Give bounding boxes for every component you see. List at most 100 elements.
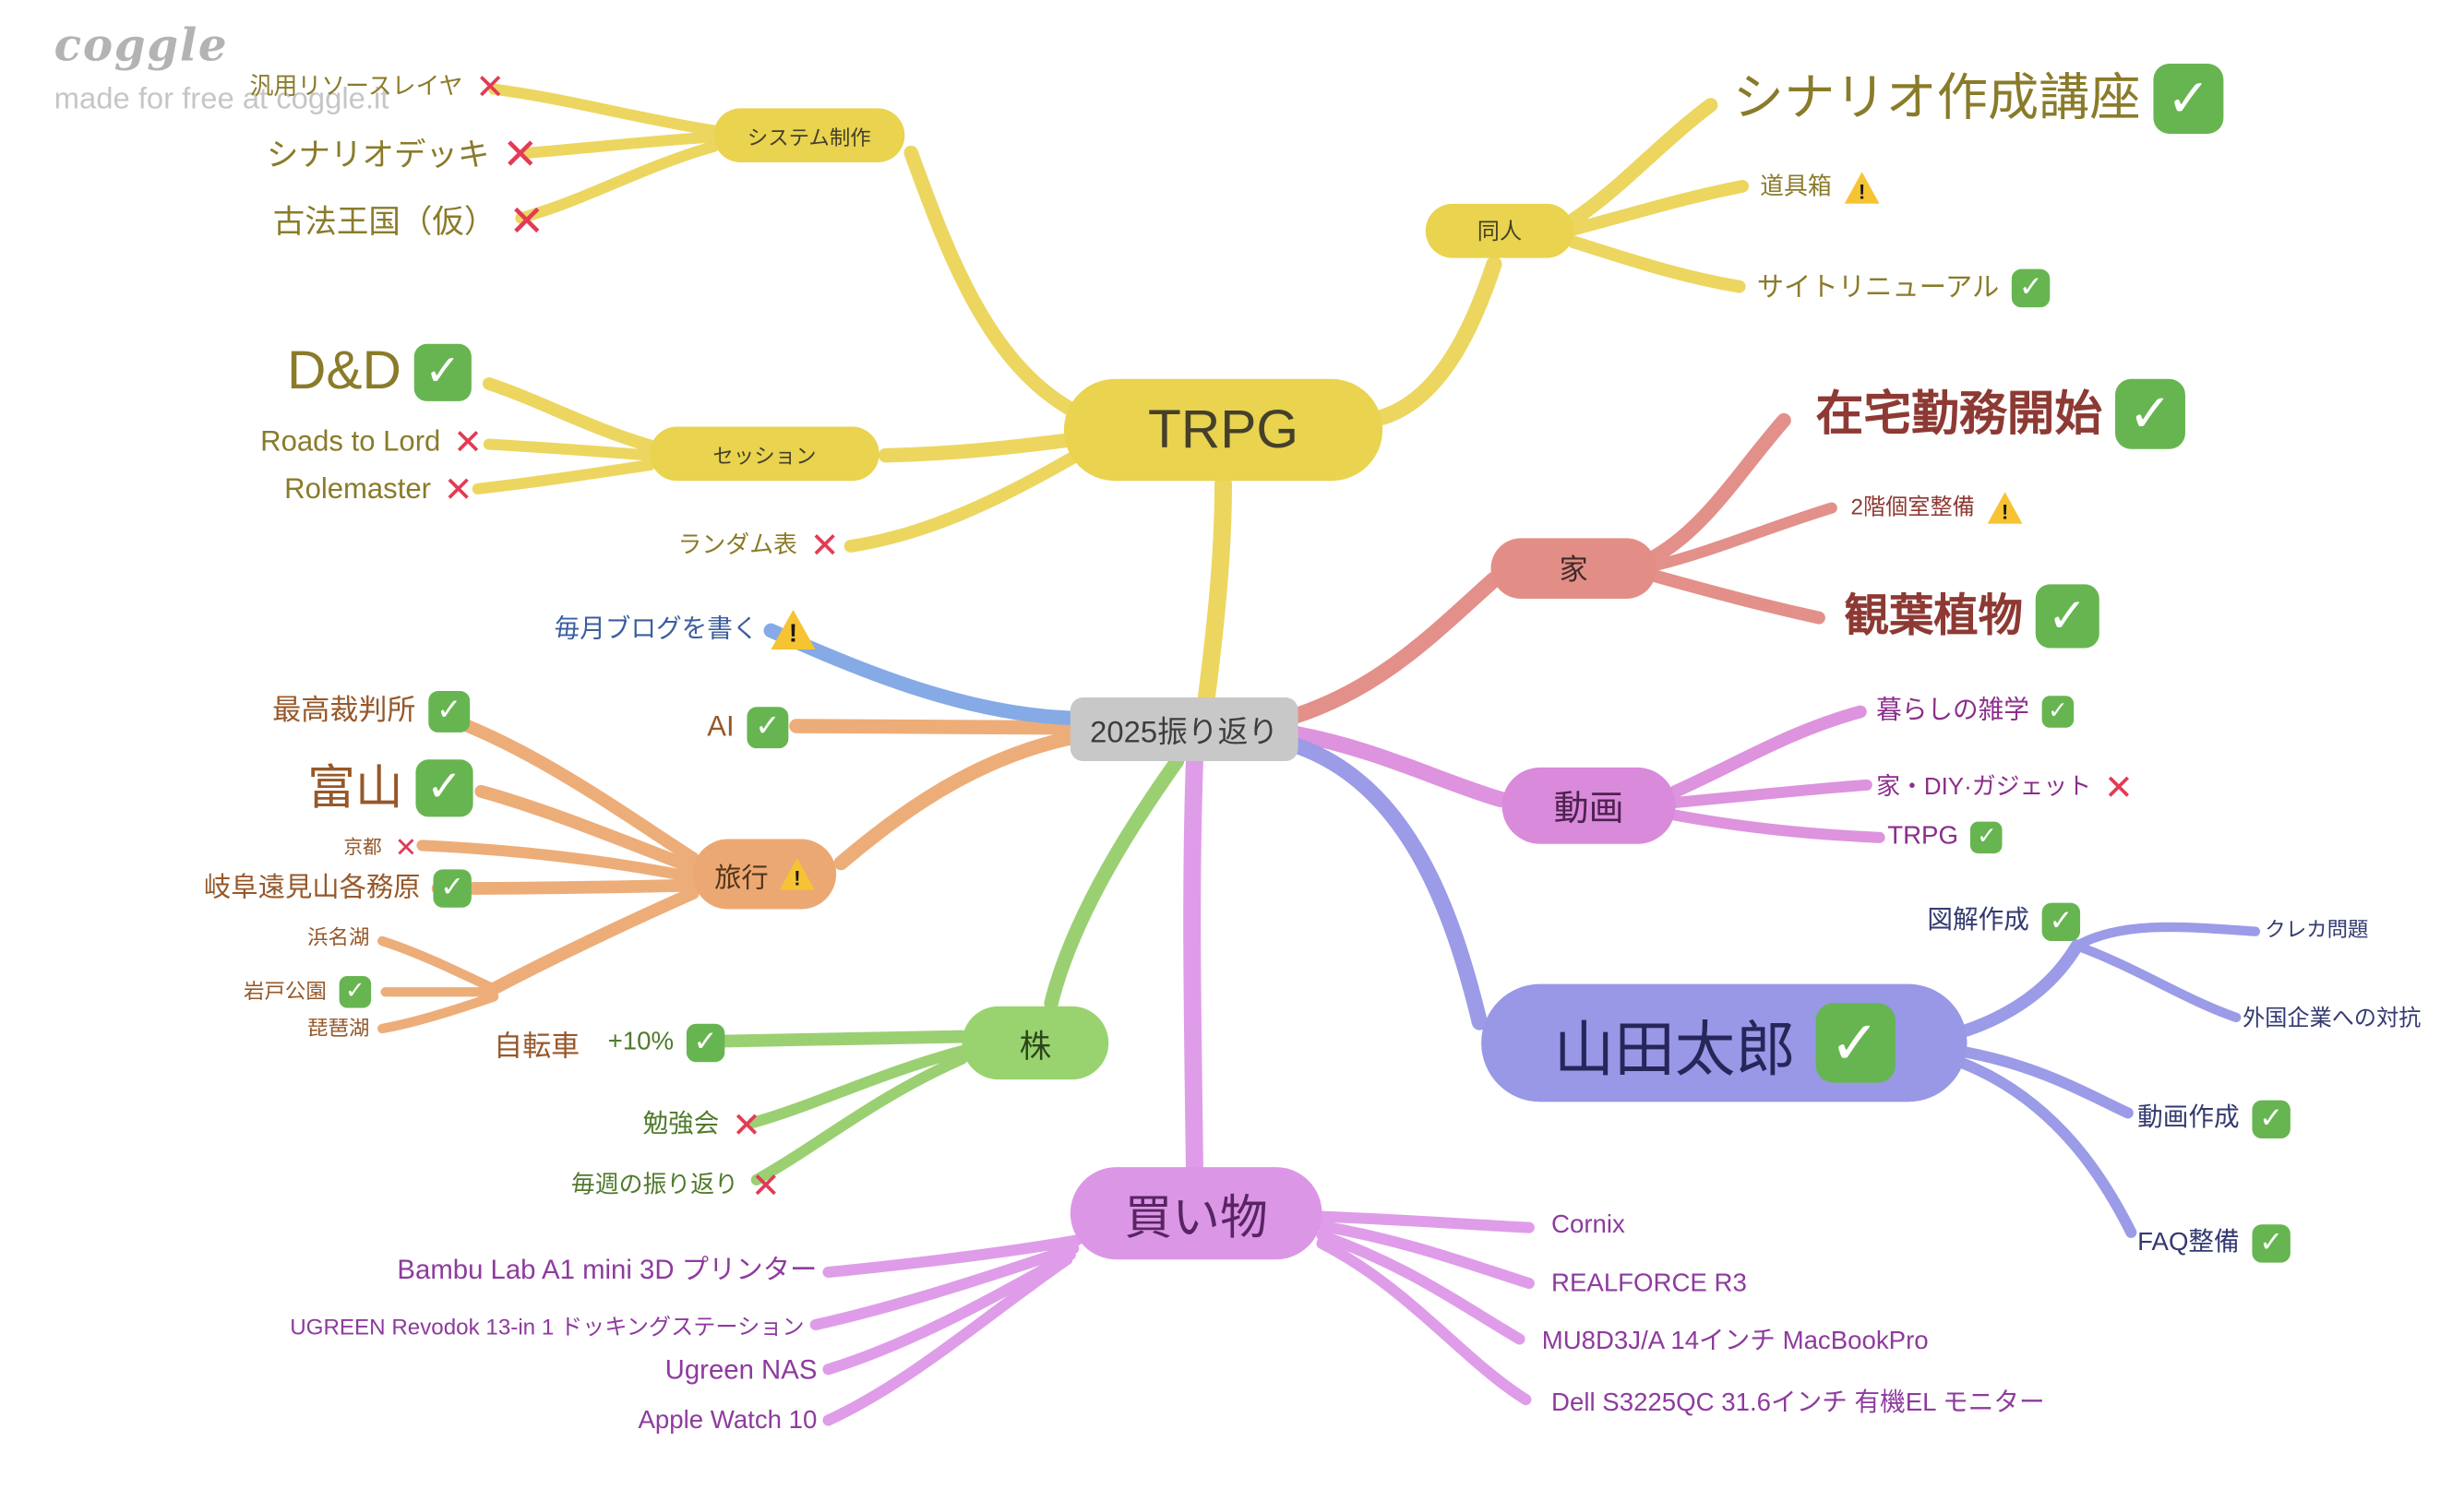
check-icon: ✓ bbox=[1814, 1003, 1895, 1083]
leaf-dnd[interactable]: D&D ✓ bbox=[287, 341, 472, 402]
cross-icon: ✕ bbox=[809, 525, 840, 566]
cross-icon: ✕ bbox=[502, 130, 539, 179]
node-shopping[interactable]: 買い物 bbox=[1070, 1167, 1322, 1260]
leaf-ancient-kingdom[interactable]: 古法王国（仮） ✕ bbox=[272, 197, 545, 245]
leaf-room-setup[interactable]: 2階個室整備 ! bbox=[1851, 492, 2023, 524]
node-video[interactable]: 動画 bbox=[1501, 767, 1676, 844]
leaf-hamanako[interactable]: 浜名湖 bbox=[307, 924, 370, 949]
cross-icon: ✕ bbox=[443, 470, 473, 510]
leaf-toolbox[interactable]: 道具箱 ! bbox=[1760, 172, 1880, 204]
leaf-rolemaster[interactable]: Rolemaster ✕ bbox=[284, 470, 473, 510]
branch-label-bicycle[interactable]: 自転車 bbox=[494, 1030, 580, 1063]
video-label: 動画 bbox=[1553, 788, 1624, 828]
check-icon: ✓ bbox=[2115, 378, 2185, 449]
cross-icon: ✕ bbox=[453, 422, 483, 462]
check-icon: ✓ bbox=[1970, 821, 2003, 854]
stocks-branch-lines bbox=[707, 754, 1185, 1185]
check-icon: ✓ bbox=[415, 759, 473, 817]
check-icon: ✓ bbox=[2012, 268, 2051, 308]
check-icon: ✓ bbox=[686, 1023, 725, 1063]
check-icon: ✓ bbox=[2041, 696, 2075, 728]
warning-icon: ! bbox=[1987, 492, 2023, 524]
yamada-label: 山田太郎 bbox=[1553, 1016, 1796, 1084]
leaf-kyoto[interactable]: 京都 ✕ bbox=[343, 832, 418, 864]
leaf-scenario-deck[interactable]: シナリオデッキ ✕ bbox=[266, 130, 539, 179]
leaf-study-group[interactable]: 勉強会 ✕ bbox=[642, 1104, 761, 1145]
warning-icon: ! bbox=[779, 858, 815, 890]
trpg-branch-lines bbox=[472, 83, 1750, 713]
leaf-toyama[interactable]: 富山 ✓ bbox=[307, 759, 473, 817]
travel-label: 旅行 bbox=[714, 862, 769, 893]
leaf-scenario-course[interactable]: シナリオ作成講座 ✓ bbox=[1733, 64, 2224, 134]
warning-icon: ! bbox=[1844, 172, 1880, 204]
coggle-logo: coggle bbox=[54, 18, 229, 72]
leaf-diagram[interactable]: 図解作成 ✓ bbox=[1927, 902, 2081, 942]
leaf-cornix[interactable]: Cornix bbox=[1551, 1211, 1625, 1239]
node-doujin[interactable]: 同人 bbox=[1425, 203, 1574, 258]
leaf-plus10[interactable]: +10% ✓ bbox=[608, 1023, 725, 1063]
home-label: 家 bbox=[1559, 554, 1588, 587]
leaf-faq[interactable]: FAQ整備 ✓ bbox=[2137, 1224, 2291, 1263]
leaf-macbook[interactable]: MU8D3J/A 14インチ MacBookPro bbox=[1541, 1328, 1929, 1355]
leaf-ugreen-dock[interactable]: UGREEN Revodok 13-in 1 ドッキングステーション bbox=[290, 1313, 805, 1340]
leaf-dell[interactable]: Dell S3225QC 31.6インチ 有機EL モニター bbox=[1551, 1389, 2045, 1418]
check-icon: ✓ bbox=[433, 869, 472, 908]
leaf-apple-watch[interactable]: Apple Watch 10 bbox=[638, 1407, 818, 1435]
leaf-ugreen-nas[interactable]: Ugreen NAS bbox=[664, 1354, 818, 1386]
cross-icon: ✕ bbox=[750, 1165, 781, 1206]
leaf-life-trivia[interactable]: 暮らしの雑学 ✓ bbox=[1876, 696, 2075, 728]
leaf-video-creation[interactable]: 動画作成 ✓ bbox=[2137, 1100, 2291, 1139]
leaf-monthly-blog[interactable]: 毎月ブログを書く ! bbox=[555, 610, 816, 650]
check-icon: ✓ bbox=[413, 343, 472, 401]
node-session[interactable]: セッション bbox=[650, 426, 879, 482]
leaf-realforce[interactable]: REALFORCE R3 bbox=[1551, 1270, 1747, 1298]
leaf-foreign-rivals[interactable]: 外国企業への対抗 bbox=[2243, 1005, 2422, 1030]
check-icon: ✓ bbox=[2041, 902, 2081, 942]
check-icon: ✓ bbox=[2153, 64, 2224, 134]
node-yamada[interactable]: 山田太郎 ✓ bbox=[1481, 983, 1968, 1102]
leaf-gifu[interactable]: 岐阜遠見山各務原 ✓ bbox=[204, 869, 472, 908]
travel-branch-lines bbox=[377, 709, 1082, 1034]
doujin-label: 同人 bbox=[1477, 218, 1523, 244]
node-travel[interactable]: 旅行 ! bbox=[692, 839, 837, 910]
coggle-watermark-tagline: made for free at coggle.it bbox=[54, 82, 389, 116]
leaf-diy-gadget[interactable]: 家・DIY·ガジェット ✕ bbox=[1876, 767, 2134, 808]
cross-icon: ✕ bbox=[508, 197, 545, 245]
leaf-remote-work[interactable]: 在宅勤務開始 ✓ bbox=[1816, 378, 2185, 449]
leaf-biwako[interactable]: 琵琶湖 bbox=[307, 1016, 370, 1041]
check-icon: ✓ bbox=[747, 707, 789, 749]
leaf-weekly-review[interactable]: 毎週の振り返り ✕ bbox=[570, 1165, 781, 1206]
node-system-seisaku[interactable]: システム制作 bbox=[713, 108, 905, 163]
leaf-ai[interactable]: AI ✓ bbox=[707, 707, 789, 749]
leaf-random-table[interactable]: ランダム表 ✕ bbox=[677, 525, 840, 566]
leaf-site-renewal[interactable]: サイトリニューアル ✓ bbox=[1757, 268, 2051, 308]
leaf-credit-card[interactable]: クレカ問題 bbox=[2265, 917, 2369, 942]
shopping-branch-lines bbox=[809, 752, 1535, 1426]
leaf-supreme-court[interactable]: 最高裁判所 ✓ bbox=[272, 691, 471, 733]
check-icon: ✓ bbox=[428, 691, 471, 733]
root-label: 2025振り返り bbox=[1090, 715, 1279, 750]
stocks-label: 株 bbox=[1019, 1029, 1052, 1065]
leaf-roads-to-lord[interactable]: Roads to Lord ✕ bbox=[260, 422, 483, 462]
check-icon: ✓ bbox=[2252, 1100, 2291, 1139]
cross-icon: ✕ bbox=[394, 832, 418, 864]
warning-icon: ! bbox=[771, 610, 816, 650]
leaf-resource-layer[interactable]: 汎用リソースレイヤ ✕ bbox=[249, 66, 506, 107]
cross-icon: ✕ bbox=[2103, 767, 2134, 808]
leaf-bambu[interactable]: Bambu Lab A1 mini 3D プリンター bbox=[397, 1255, 818, 1285]
check-icon: ✓ bbox=[339, 975, 372, 1008]
system-label: システム制作 bbox=[747, 125, 871, 149]
trpg-label: TRPG bbox=[1147, 399, 1299, 459]
cross-icon: ✕ bbox=[732, 1104, 761, 1145]
check-icon: ✓ bbox=[2252, 1224, 2291, 1263]
node-stocks[interactable]: 株 bbox=[962, 1006, 1109, 1080]
leaf-video-trpg[interactable]: TRPG ✓ bbox=[1887, 821, 2003, 854]
node-root[interactable]: 2025振り返り bbox=[1070, 697, 1298, 761]
leaf-houseplants[interactable]: 観葉植物 ✓ bbox=[1845, 584, 2099, 649]
node-trpg[interactable]: TRPG bbox=[1063, 378, 1383, 482]
leaf-iwato-park[interactable]: 岩戸公園 ✓ bbox=[244, 975, 372, 1008]
video-branch-lines bbox=[1288, 705, 1885, 843]
node-home[interactable]: 家 bbox=[1490, 538, 1657, 599]
